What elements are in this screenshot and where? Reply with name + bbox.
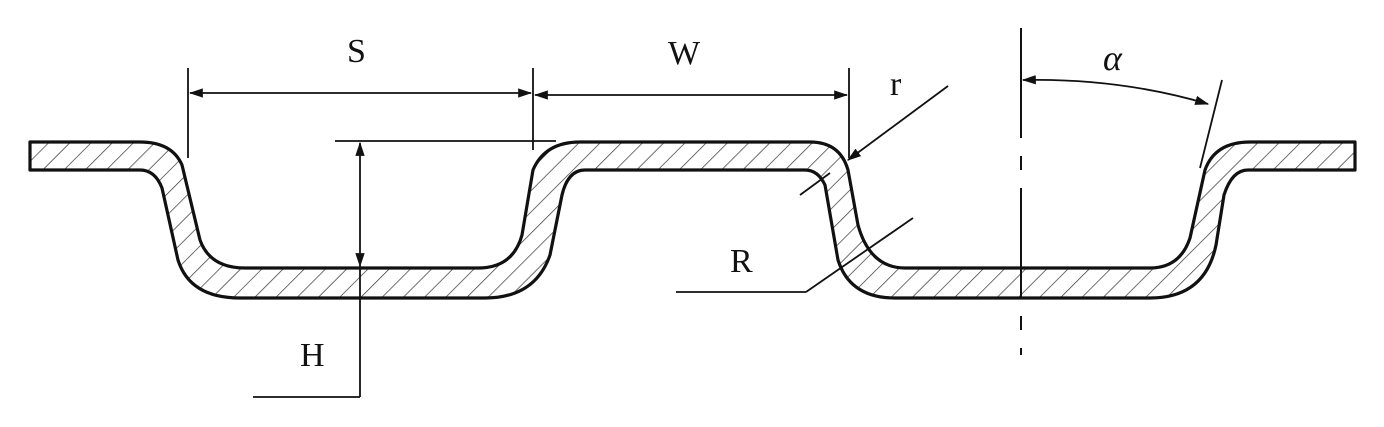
pitch-dimension xyxy=(187,68,534,158)
outer-radius-leader xyxy=(676,217,914,293)
angle-label: α xyxy=(1103,38,1123,78)
height-label: H xyxy=(300,337,325,374)
inner-radius-label: r xyxy=(890,66,902,103)
width-dimension xyxy=(533,68,850,158)
width-label: W xyxy=(668,35,701,72)
sheet-profile xyxy=(28,140,1357,300)
outer-radius-label: R xyxy=(730,243,753,280)
inner-radius-leader xyxy=(799,85,949,196)
angle-dimension xyxy=(1021,75,1223,169)
pitch-label: S xyxy=(347,33,366,70)
height-dimension xyxy=(253,140,556,398)
